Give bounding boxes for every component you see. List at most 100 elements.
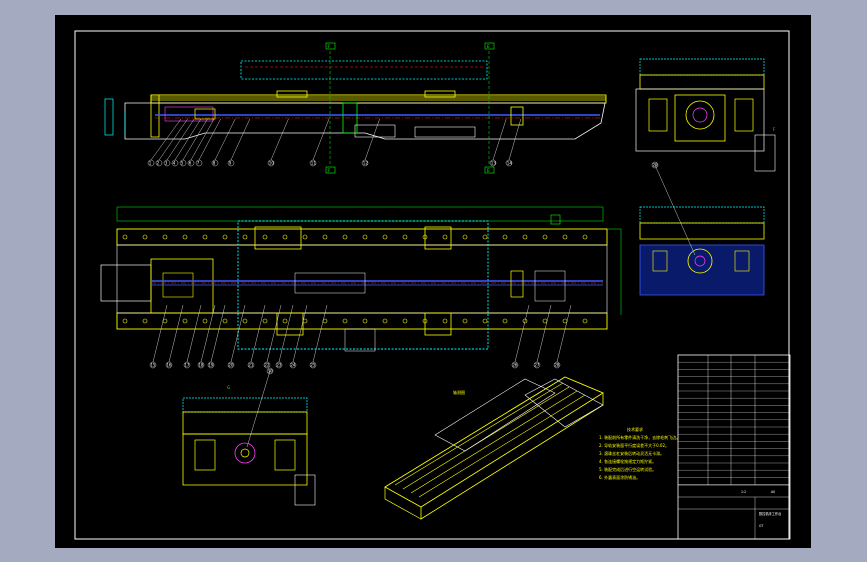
bolt-hole xyxy=(562,318,568,324)
balloon-circle xyxy=(165,361,173,369)
bolt-hole xyxy=(282,234,288,240)
balloon-circle xyxy=(361,159,369,167)
side-view-upper: F xyxy=(635,58,776,172)
note-line: 4. 各连接螺栓按规定力矩拧紧。 xyxy=(599,458,656,464)
bolt-hole xyxy=(262,318,268,324)
balloon-label: 19 xyxy=(208,363,214,368)
section-marker-e-top: E xyxy=(487,44,490,49)
bolt-hole xyxy=(382,234,388,240)
bolt-hole xyxy=(402,234,408,240)
balloon-label: 2 xyxy=(157,161,160,166)
technical-notes: 技术要求 1. 装配前所有零件清洗干净，去除毛刺飞边。 2. 导轨安装面平行度误… xyxy=(599,426,680,480)
drawing-name: 数控机床工作台 xyxy=(759,511,781,516)
isometric-view: 轴测图 xyxy=(384,376,604,520)
bolt-hole xyxy=(482,234,488,240)
bolt-hole xyxy=(422,234,428,240)
section-marker-f-bottom: F xyxy=(328,168,331,173)
drawing-number: GT xyxy=(759,524,763,528)
balloon-circle xyxy=(309,361,317,369)
balloon-circle xyxy=(505,159,513,167)
bolt-hole xyxy=(402,318,408,324)
bolt-hole xyxy=(562,234,568,240)
note-line: 2. 导轨安装面平行度误差不大于0.02。 xyxy=(599,442,669,448)
bolt-hole xyxy=(502,318,508,324)
balloon-label: 10 xyxy=(269,161,275,166)
balloon-circle xyxy=(197,361,205,369)
balloon-label: 6 xyxy=(189,161,192,166)
balloon-circle xyxy=(149,361,157,369)
bolt-hole xyxy=(522,234,528,240)
bolt-hole xyxy=(242,234,248,240)
section-view-g: G 30 xyxy=(182,367,316,506)
bolt-hole xyxy=(122,318,128,324)
balloon-circle xyxy=(511,361,519,369)
bolt-hole xyxy=(342,318,348,324)
balloon-circle xyxy=(183,361,191,369)
balloon-label: 18 xyxy=(198,363,204,368)
sheet-size: A0 xyxy=(771,490,775,494)
balloon-circle xyxy=(179,159,187,167)
bolt-hole xyxy=(582,318,588,324)
balloon-label: 1 xyxy=(149,161,152,166)
balloon-label: 23 xyxy=(276,363,282,368)
bolt-hole xyxy=(222,318,228,324)
balloon-label: 25 xyxy=(310,363,316,368)
balloon-label: 4 xyxy=(173,161,176,166)
bolt-hole xyxy=(322,234,328,240)
balloon-label: 24 xyxy=(290,363,296,368)
bolt-hole xyxy=(142,318,148,324)
top-table-hidden xyxy=(240,60,488,80)
scale-value: 1:2 xyxy=(741,490,746,494)
bolt-hole xyxy=(222,234,228,240)
note-line: 6. 外露表面涂防锈油。 xyxy=(599,474,640,480)
bolt-hole xyxy=(502,234,508,240)
balloon-circle xyxy=(163,159,171,167)
note-line: 5. 装配完成后进行空运转试验。 xyxy=(599,466,656,472)
section-marker-e-bottom: E xyxy=(487,168,490,173)
bolt-hole xyxy=(382,318,388,324)
balloon-label: 8 xyxy=(213,161,216,166)
balloon-circle xyxy=(211,159,219,167)
balloon-circle xyxy=(227,361,235,369)
bolt-hole xyxy=(282,318,288,324)
balloon-circle xyxy=(147,159,155,167)
balloon-label: 20 xyxy=(228,363,234,368)
bolt-hole xyxy=(482,318,488,324)
note-line: 3. 滚珠丝杠安装后转动灵活无卡滞。 xyxy=(599,450,664,456)
bolt-hole xyxy=(182,318,188,324)
balloon-circle xyxy=(247,361,255,369)
balloon-circle xyxy=(195,159,203,167)
balloon-g-view: 30 xyxy=(268,369,274,374)
bolt-hole xyxy=(342,234,348,240)
notes-title: 技术要求 xyxy=(627,426,643,432)
bolt-hole xyxy=(442,234,448,240)
balloon-right-view: 29 xyxy=(653,163,659,168)
balloon-circle xyxy=(187,159,195,167)
balloon-label: 12 xyxy=(363,161,369,166)
bolt-hole xyxy=(542,234,548,240)
section-marker-g-view: G xyxy=(227,385,230,390)
section-marker-f-top: F xyxy=(328,44,331,49)
balloon-label: 15 xyxy=(150,363,156,368)
balloon-circle xyxy=(171,159,179,167)
balloon-label: 26 xyxy=(512,363,518,368)
title-block: 数控机床工作台 GT 1:2 A0 xyxy=(677,354,791,540)
note-line: 1. 装配前所有零件清洗干净，去除毛刺飞边。 xyxy=(599,434,680,440)
bolt-hole xyxy=(122,234,128,240)
balloon-label: 7 xyxy=(197,161,200,166)
balloon-circle xyxy=(309,159,317,167)
bolt-hole xyxy=(202,234,208,240)
bolt-hole xyxy=(242,318,248,324)
balloon-label: 17 xyxy=(184,363,190,368)
balloon-label: 11 xyxy=(311,161,317,166)
balloon-circle xyxy=(207,361,215,369)
bolt-hole xyxy=(142,234,148,240)
bolt-hole xyxy=(362,234,368,240)
balloon-label: 3 xyxy=(165,161,168,166)
outer-frame xyxy=(74,30,790,540)
side-view-lower: 29 xyxy=(639,161,765,296)
